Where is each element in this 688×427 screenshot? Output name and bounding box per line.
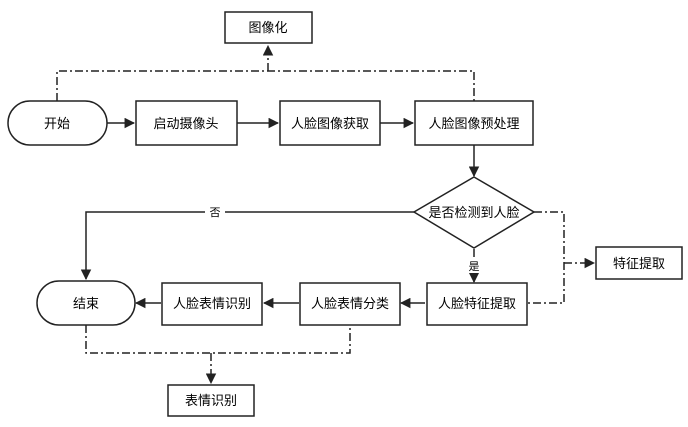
edge-feature-dashed xyxy=(528,211,565,304)
edge-detect-no-end xyxy=(80,211,414,281)
node-classify-label: 人脸表情分类 xyxy=(311,297,389,312)
node-extract-label: 人脸特征提取 xyxy=(438,296,516,312)
node-end: 结束 xyxy=(36,280,136,326)
node-end-label: 结束 xyxy=(73,297,99,312)
node-expression-box: 表情识别 xyxy=(167,384,255,417)
node-feature-box: 特征提取 xyxy=(595,246,683,280)
node-capture: 人脸图像获取 xyxy=(279,100,381,146)
node-camera-label: 启动摄像头 xyxy=(153,117,218,132)
node-detect: 是否检测到人脸 xyxy=(412,176,536,249)
node-start-label: 开始 xyxy=(44,117,70,132)
node-capture-label: 人脸图像获取 xyxy=(291,117,369,132)
node-preprocess: 人脸图像预处理 xyxy=(414,100,534,146)
edge-bottom-dashed-expression xyxy=(85,325,351,354)
edge-label-yes: 是 xyxy=(469,260,480,273)
node-preprocess-label: 人脸图像预处理 xyxy=(428,117,519,132)
node-start: 开始 xyxy=(7,100,108,146)
node-recognize: 人脸表情识别 xyxy=(161,282,263,326)
node-imaging: 图像化 xyxy=(224,11,313,44)
node-extract: 人脸特征提取 xyxy=(426,282,528,326)
edge-label-no: 否 xyxy=(210,206,221,219)
node-detect-label: 是否检测到人脸 xyxy=(428,206,519,221)
node-classify: 人脸表情分类 xyxy=(299,282,401,326)
node-recognize-label: 人脸表情识别 xyxy=(173,297,251,312)
node-expression-box-label: 表情识别 xyxy=(185,394,237,409)
edge-top-dashed-imaging xyxy=(56,70,475,101)
node-imaging-label: 图像化 xyxy=(248,21,287,36)
node-camera: 启动摄像头 xyxy=(135,100,238,146)
node-feature-box-label: 特征提取 xyxy=(613,256,665,272)
